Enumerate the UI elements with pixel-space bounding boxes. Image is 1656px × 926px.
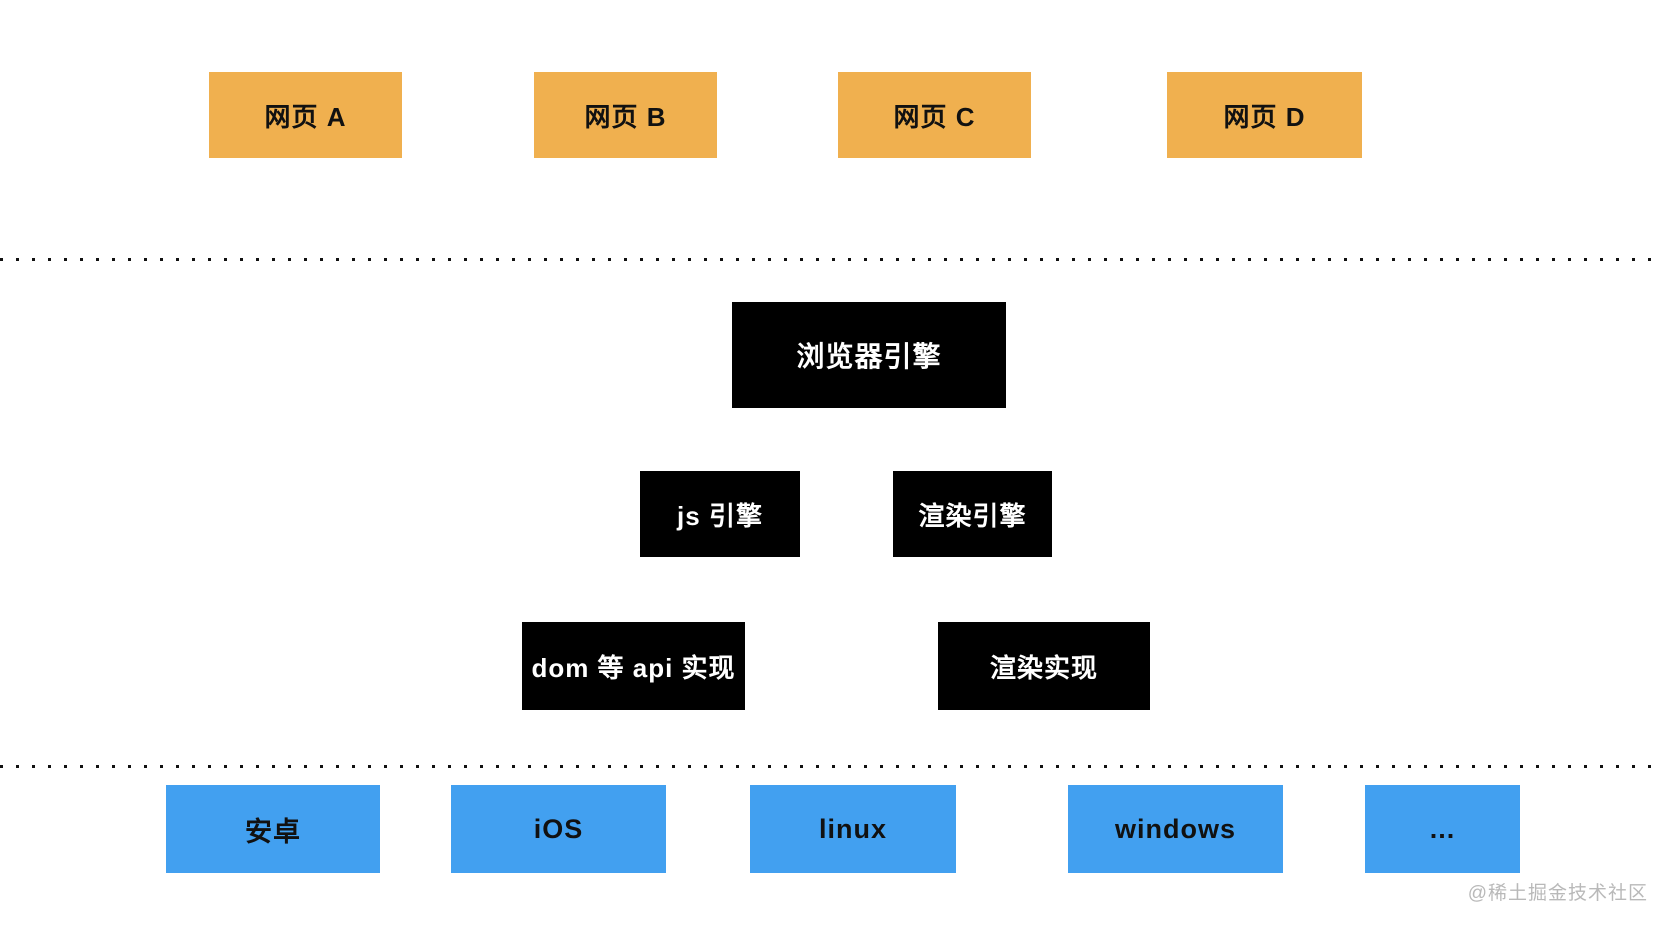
watermark: @稀土掘金技术社区 [1467, 883, 1648, 904]
node-webpage-b-label: 网页 B [584, 101, 667, 132]
node-platform-android-label: 安卓 [245, 816, 301, 847]
node-platform-linux-label: linux [818, 813, 887, 844]
separator-dotted-top [0, 258, 1656, 261]
node-webpage-a: 网页 A [209, 72, 402, 158]
node-webpage-d-label: 网页 D [1223, 101, 1306, 132]
node-render-engine-label: 渲染引擎 [918, 500, 1027, 531]
node-browser-engine-label: 浏览器引擎 [796, 341, 942, 372]
node-dom-api-implementation: dom 等 api 实现 [522, 622, 745, 710]
node-render-implementation: 渲染实现 [938, 622, 1150, 710]
node-platform-android: 安卓 [166, 785, 380, 873]
node-webpage-c-label: 网页 C [893, 101, 976, 132]
node-render-implementation-label: 渲染实现 [989, 652, 1098, 683]
node-platform-more-label: ... [1429, 813, 1456, 844]
node-render-engine: 渲染引擎 [893, 471, 1052, 557]
node-dom-api-implementation-label: dom 等 api 实现 [531, 652, 736, 683]
node-platform-windows-label: windows [1115, 813, 1236, 844]
node-platform-windows: windows [1068, 785, 1283, 873]
node-webpage-b: 网页 B [534, 72, 717, 158]
node-browser-engine: 浏览器引擎 [732, 302, 1006, 408]
node-webpage-d: 网页 D [1167, 72, 1362, 158]
node-platform-ios: iOS [451, 785, 666, 873]
node-js-engine-label: js 引擎 [677, 500, 763, 531]
separator-dotted-bottom [0, 765, 1656, 768]
node-webpage-c: 网页 C [838, 72, 1031, 158]
node-platform-ios-label: iOS [533, 813, 584, 844]
node-webpage-a-label: 网页 A [264, 101, 347, 132]
node-platform-more: ... [1365, 785, 1520, 873]
node-platform-linux: linux [750, 785, 956, 873]
node-js-engine: js 引擎 [640, 471, 800, 557]
